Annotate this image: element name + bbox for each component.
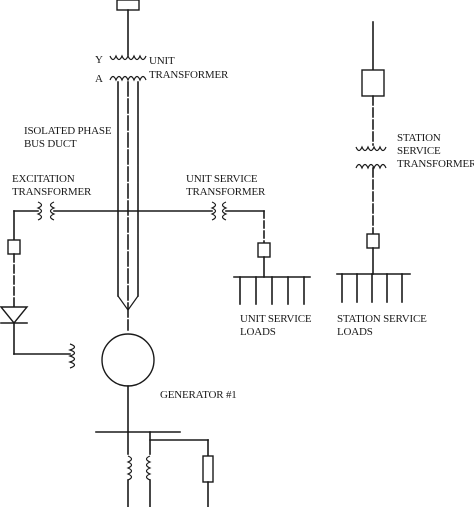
excitation-transformer-label-line1: EXCITATION xyxy=(12,173,75,185)
unit-service-branch: UNIT SERVICE TRANSFORMER UNIT SERVICE LO… xyxy=(186,173,312,338)
station-service-transformer-label-line2: SERVICE xyxy=(397,145,441,157)
unit-service-transformer-label-line2: TRANSFORMER xyxy=(186,186,266,198)
station-service-branch: STATION SERVICE TRANSFORMER STATION SERV… xyxy=(336,21,474,338)
winding-y-label: Y xyxy=(95,54,103,66)
unit-service-transformer-secondary-winding xyxy=(221,201,228,221)
station-service-transformer-primary-winding xyxy=(355,145,387,152)
rectifier-diode xyxy=(0,306,29,325)
station-service-transformer-label-line3: TRANSFORMER xyxy=(397,158,474,170)
neutral-transformer-winding-2 xyxy=(145,455,152,481)
winding-a-label: A xyxy=(95,73,103,85)
unit-service-transformer-primary-winding xyxy=(210,201,217,221)
neutral-transformer-winding-1 xyxy=(126,455,133,481)
unit-transformer-upper-winding xyxy=(109,54,147,61)
station-service-loads-label-line1: STATION SERVICE xyxy=(337,313,427,325)
station-service-breaker xyxy=(366,233,380,249)
unit-service-loads-label-line2: LOADS xyxy=(240,326,276,338)
grounding-resistor xyxy=(202,455,214,483)
excitation-transformer-primary-winding xyxy=(49,201,56,221)
generator-symbol xyxy=(101,333,155,387)
generator-field-winding xyxy=(68,343,76,369)
unit-transformer-group: Y A UNIT TRANSFORMER xyxy=(95,0,229,85)
bus-duct-label-line1: ISOLATED PHASE xyxy=(24,125,112,137)
generator-group: GENERATOR #1 xyxy=(101,333,237,433)
unit-service-loads-label-line1: UNIT SERVICE xyxy=(240,313,312,325)
station-service-breaker-top xyxy=(361,69,385,97)
unit-service-transformer-label-line1: UNIT SERVICE xyxy=(186,173,258,185)
top-breaker xyxy=(116,0,140,11)
excitation-transformer-secondary-winding xyxy=(36,201,43,221)
excitation-breaker xyxy=(7,239,21,255)
generator-label: GENERATOR #1 xyxy=(160,389,237,401)
station-service-transformer-label-line1: STATION xyxy=(397,132,441,144)
neutral-grounding-group xyxy=(95,431,214,507)
station-service-transformer-secondary-winding xyxy=(355,163,387,170)
excitation-transformer-label-line2: TRANSFORMER xyxy=(12,186,92,198)
unit-transformer-lower-winding xyxy=(109,75,147,82)
isolated-phase-bus-duct: ISOLATED PHASE BUS DUCT xyxy=(24,81,139,331)
unit-service-breaker xyxy=(257,242,271,258)
unit-transformer-label-line2: TRANSFORMER xyxy=(149,69,229,81)
excitation-branch: EXCITATION TRANSFORMER xyxy=(0,173,92,369)
unit-transformer-label-line1: UNIT xyxy=(149,55,175,67)
bus-duct-label-line2: BUS DUCT xyxy=(24,138,77,150)
station-service-loads-label-line2: LOADS xyxy=(337,326,373,338)
